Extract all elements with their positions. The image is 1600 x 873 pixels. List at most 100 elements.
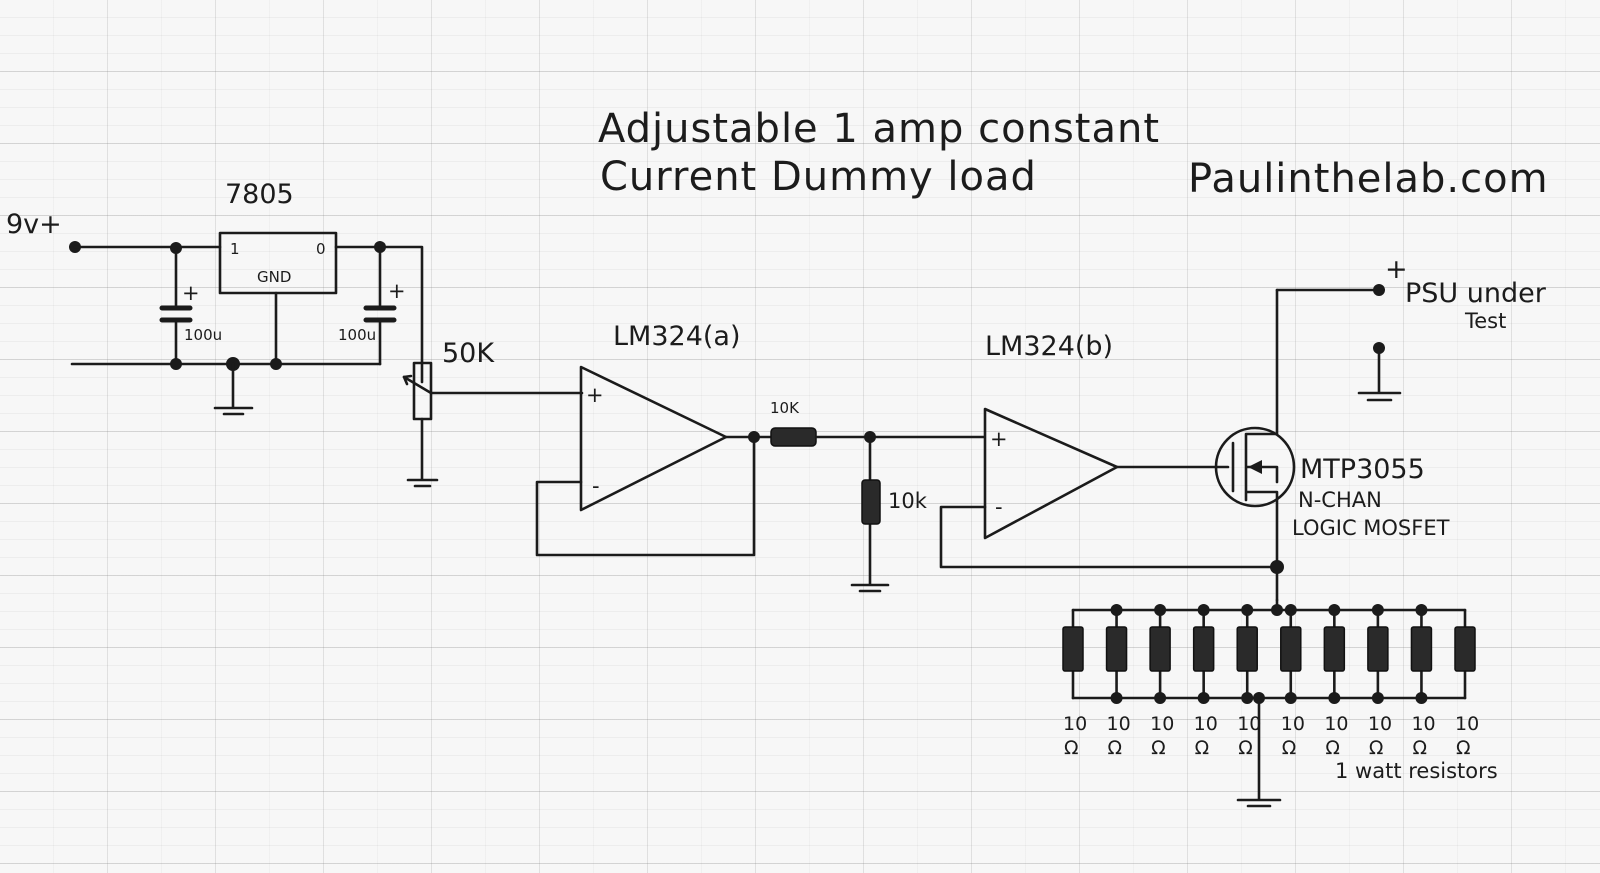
bank-resistor-value: 10 <box>1411 713 1435 735</box>
supply-label: 9v+ <box>6 209 62 240</box>
bank-resistor <box>1149 626 1171 672</box>
regulator-pin-gnd: GND <box>257 268 291 286</box>
junction-dot <box>170 358 182 370</box>
junction-dot <box>1371 692 1384 704</box>
bank-resistor-unit: Ω <box>1238 737 1253 759</box>
bank-resistor-unit: Ω <box>1282 737 1297 759</box>
regulator-label: 7805 <box>225 179 294 210</box>
capacitor-1-value: 100u <box>184 326 222 344</box>
bank-resistor-value: 10 <box>1324 713 1348 735</box>
bank-resistor <box>1105 626 1128 672</box>
bank-resistor-value: 10 <box>1107 713 1131 735</box>
ground-symbol-5 <box>1236 698 1282 808</box>
wire-opamp-a-feedback <box>535 435 756 557</box>
mosfet-channel <box>1231 288 1279 602</box>
junction-dot <box>1284 692 1297 704</box>
opamp-a-plus: + <box>586 383 604 407</box>
bank-rails <box>1071 608 1467 700</box>
junction-dot <box>1154 604 1167 616</box>
site-label: Paulinthelab.com <box>1188 156 1549 202</box>
series-resistor-10k <box>770 427 817 447</box>
load-bank-note: 1 watt resistors <box>1335 759 1498 783</box>
wiper-arrow-icon <box>402 374 413 386</box>
junction-dot <box>1271 604 1283 616</box>
bank-resistor-value: 10 <box>1281 713 1305 735</box>
bank-resistor-value: 10 <box>1063 713 1087 735</box>
psu-label-line1: PSU under <box>1405 278 1547 309</box>
bank-resistor-unit: Ω <box>1325 737 1340 759</box>
opamp-b-label: LM324(b) <box>985 331 1113 362</box>
bank-resistor-value: 10 <box>1150 713 1174 735</box>
capacitor-2-value: 100u <box>338 326 376 344</box>
bank-resistor <box>1410 626 1433 672</box>
junction-dot <box>1270 560 1284 574</box>
opamp-b-plus: + <box>990 427 1008 451</box>
bank-resistor-unit: Ω <box>1412 737 1427 759</box>
capacitor-2-polarity: + <box>388 279 406 303</box>
bank-resistor-value: 10 <box>1455 713 1479 735</box>
regulator-7805 <box>218 231 338 295</box>
bank-resistor <box>1367 626 1389 672</box>
junction-dot <box>1241 692 1254 704</box>
bank-resistor-unit: Ω <box>1369 737 1384 759</box>
bank-resistor-unit: Ω <box>1108 737 1123 759</box>
shunt-resistor-label: 10k <box>888 489 928 513</box>
title-line-1: Adjustable 1 amp constant <box>598 106 1160 152</box>
bank-resistor <box>1236 626 1258 672</box>
junction-dot <box>1110 692 1123 704</box>
regulator-pin-out: 0 <box>316 240 326 258</box>
bank-resistor-unit: Ω <box>1151 737 1166 759</box>
junction-dot <box>1110 604 1123 616</box>
mosfet-arrow-icon <box>1248 460 1262 474</box>
opamp-b <box>983 407 1119 540</box>
bank-resistor-value: 10 <box>1194 713 1218 735</box>
junction-dot <box>270 358 282 370</box>
junction-dot <box>1284 604 1297 616</box>
bank-resistor-unit: Ω <box>1456 737 1471 759</box>
bank-resistor <box>1454 626 1476 672</box>
psu-polarity: + <box>1385 254 1408 285</box>
capacitor-1 <box>159 305 193 323</box>
mosfet-type-line1: N-CHAN <box>1298 488 1382 512</box>
bank-resistor-value: 10 <box>1237 713 1261 735</box>
bank-resistor-value: 10 <box>1368 713 1392 735</box>
ground-symbol-2 <box>406 417 439 488</box>
junction-dot <box>1154 692 1167 704</box>
capacitor-1-polarity: + <box>182 281 200 305</box>
potentiometer-wiper <box>402 375 584 395</box>
bank-resistor <box>1323 626 1346 672</box>
bank-resistor-unit: Ω <box>1195 737 1210 759</box>
junction-dot <box>1197 604 1210 616</box>
mosfet-part-label: MTP3055 <box>1300 454 1425 485</box>
psu-positive-terminal <box>1373 284 1385 296</box>
bank-resistor-unit: Ω <box>1064 737 1079 759</box>
opamp-a-minus: - <box>592 474 600 498</box>
regulator-pin-in: 1 <box>230 240 240 258</box>
junction-dot <box>1328 604 1341 616</box>
ground-symbol-1 <box>213 362 254 416</box>
psu-label-line2: Test <box>1464 309 1506 333</box>
wire-regulator-out <box>334 245 424 384</box>
opamp-a-label: LM324(a) <box>613 321 741 352</box>
junction-dot <box>1328 692 1341 704</box>
junction-dot <box>748 431 760 443</box>
potentiometer-label: 50K <box>442 338 495 369</box>
opamp-a <box>579 365 728 512</box>
series-resistor-label: 10K <box>770 399 800 417</box>
wire-opamp-b-feedback <box>939 505 1277 569</box>
capacitor-2 <box>363 305 397 323</box>
junction-dot <box>1241 604 1254 616</box>
junction-dot <box>1253 692 1265 704</box>
junction-dot <box>1415 692 1428 704</box>
junction-dot <box>1197 692 1210 704</box>
bank-resistor <box>1062 626 1084 672</box>
opamp-b-minus: - <box>995 495 1003 519</box>
shunt-resistor-10k <box>861 479 881 525</box>
bank-resistor <box>1280 626 1302 672</box>
bank-resistor <box>1192 626 1215 672</box>
junction-dot <box>1415 604 1428 616</box>
mosfet-mtp3055 <box>1214 426 1296 508</box>
